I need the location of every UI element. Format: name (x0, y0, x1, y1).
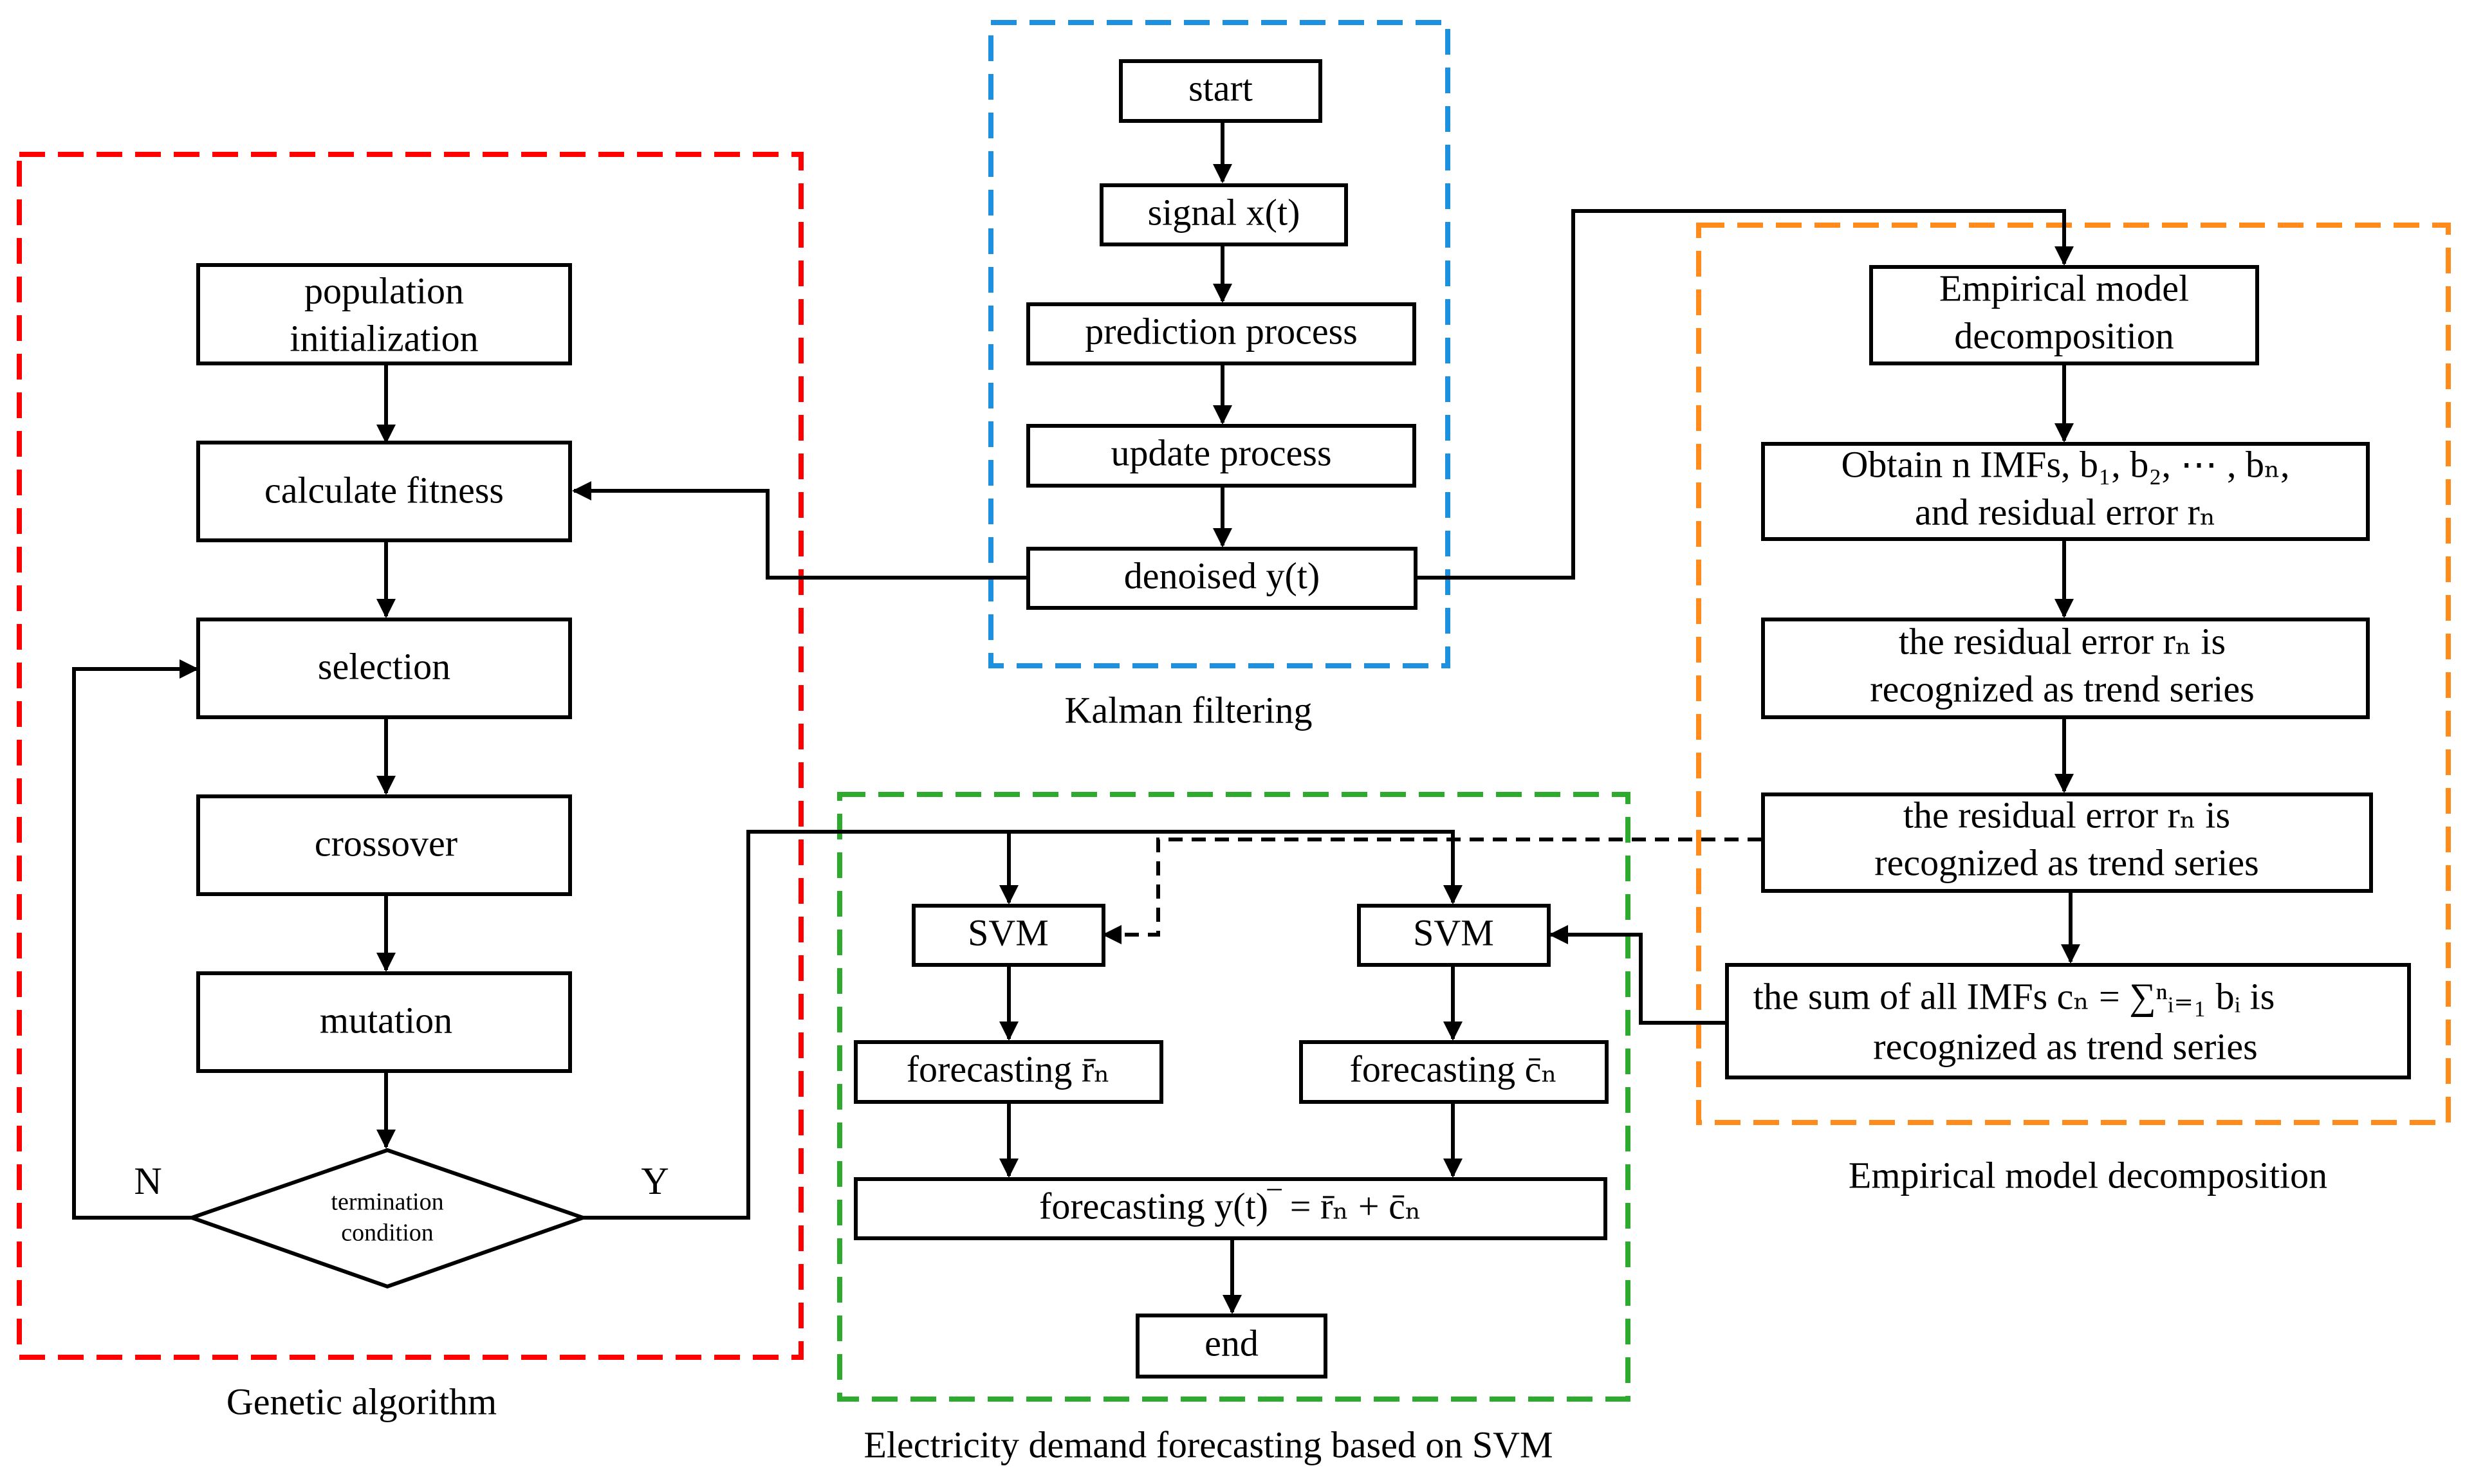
node-crossover-label: crossover (315, 822, 457, 864)
svm-group-frame (837, 792, 1630, 1402)
node-residual-error-2: the residual error rₙ is recognized as t… (1761, 792, 2373, 893)
node-obtain-imfs: Obtain n IMFs, b₁, b₂, ⋯ , bₙ, and resid… (1761, 442, 2370, 541)
node-sum-imfs-line1: the sum of all IMFs cₙ = ∑ⁿᵢ₌₁ bᵢ is (1753, 975, 2275, 1017)
node-residual-error-1-line2: recognized as trend series (1870, 668, 2254, 710)
node-update-label: update process (1111, 432, 1331, 473)
node-forecasting-c-label: forecasting c̄ₙ (1350, 1048, 1558, 1090)
node-signal-label: signal x(t) (1148, 191, 1300, 233)
node-mutation-label: mutation (320, 999, 452, 1041)
node-termination-condition: termination condition (185, 1148, 589, 1289)
node-obtain-imfs-line2: and residual error rₙ (1915, 491, 2216, 533)
node-start: start (1119, 59, 1322, 123)
node-svm-right-label: SVM (1413, 911, 1494, 953)
node-start-label: start (1188, 67, 1253, 109)
node-forecasting-y: forecasting y(t)‾ = r̄ₙ + c̄ₙ (854, 1177, 1607, 1240)
edge-residual2-svm-left (1102, 838, 1762, 944)
node-termination-line2: condition (341, 1220, 434, 1247)
node-calculate-fitness-label: calculate fitness (264, 469, 504, 511)
node-residual-error-2-line2: recognized as trend series (1874, 841, 2258, 883)
edge-denoised-fitness (572, 481, 1028, 580)
node-population-init-line1: population (304, 270, 464, 311)
genetic-group-frame (17, 152, 804, 1360)
node-signal: signal x(t) (1100, 183, 1348, 246)
node-update: update process (1026, 424, 1416, 488)
node-emd-box: Empirical model decomposition (1869, 265, 2259, 365)
node-denoised-label: denoised y(t) (1124, 554, 1320, 596)
node-mutation: mutation (196, 971, 572, 1073)
node-calculate-fitness: calculate fitness (196, 441, 572, 542)
genetic-caption: Genetic algorithm (226, 1380, 497, 1422)
node-residual-error-1-line1: the residual error rₙ is (1899, 620, 2226, 662)
nodes: start signal x(t) prediction process upd… (134, 59, 2411, 1379)
node-end: end (1136, 1314, 1327, 1379)
node-emd-box-line2: decomposition (1954, 315, 2174, 356)
edges (72, 121, 2080, 1314)
node-residual-error-1: the residual error rₙ is recognized as t… (1761, 618, 2370, 719)
node-selection: selection (196, 618, 572, 719)
node-population-init: population initialization (196, 263, 572, 365)
svm-caption: Electricity demand forecasting based on … (863, 1424, 1553, 1465)
edge-termination-yes (580, 830, 1463, 1220)
node-forecasting-r-label: forecasting r̄ₙ (907, 1048, 1111, 1090)
node-obtain-imfs-line1: Obtain n IMFs, b₁, b₂, ⋯ , bₙ, (1841, 443, 2289, 485)
label-no: N (134, 1160, 162, 1202)
node-selection-label: selection (318, 645, 450, 687)
node-emd-box-line1: Empirical model (1939, 267, 2189, 309)
emd-group-frame (1696, 223, 2451, 1125)
node-sum-imfs-line2: recognized as trend series (1873, 1025, 2257, 1067)
emd-caption: Empirical model decomposition (1849, 1154, 2327, 1196)
node-svm-left-label: SVM (968, 911, 1049, 953)
node-denoised: denoised y(t) (1026, 547, 1417, 610)
node-forecasting-r: forecasting r̄ₙ (854, 1040, 1163, 1104)
edge-termination-no (72, 659, 199, 1220)
label-yes: Y (641, 1160, 669, 1202)
node-sum-imfs: the sum of all IMFs cₙ = ∑ⁿᵢ₌₁ bᵢ is rec… (1725, 963, 2411, 1079)
node-population-init-line2: initialization (290, 317, 478, 359)
node-prediction: prediction process (1026, 302, 1416, 365)
node-svm-right: SVM (1357, 904, 1551, 967)
node-svm-left: SVM (912, 904, 1105, 967)
edge-denoised-emd (1416, 209, 2074, 580)
node-residual-error-2-line1: the residual error rₙ is (1903, 794, 2230, 836)
node-forecasting-y-label: forecasting y(t)‾ = r̄ₙ + c̄ₙ (1039, 1185, 1421, 1227)
kalman-group-frame (988, 20, 1450, 668)
node-prediction-label: prediction process (1085, 310, 1358, 352)
node-termination-line1: termination (331, 1189, 443, 1216)
node-end-label: end (1205, 1322, 1259, 1364)
edge-sum-svm-right (1549, 925, 1726, 1025)
kalman-caption: Kalman filtering (1065, 689, 1313, 731)
node-forecasting-c: forecasting c̄ₙ (1299, 1040, 1609, 1104)
node-crossover: crossover (196, 794, 572, 896)
